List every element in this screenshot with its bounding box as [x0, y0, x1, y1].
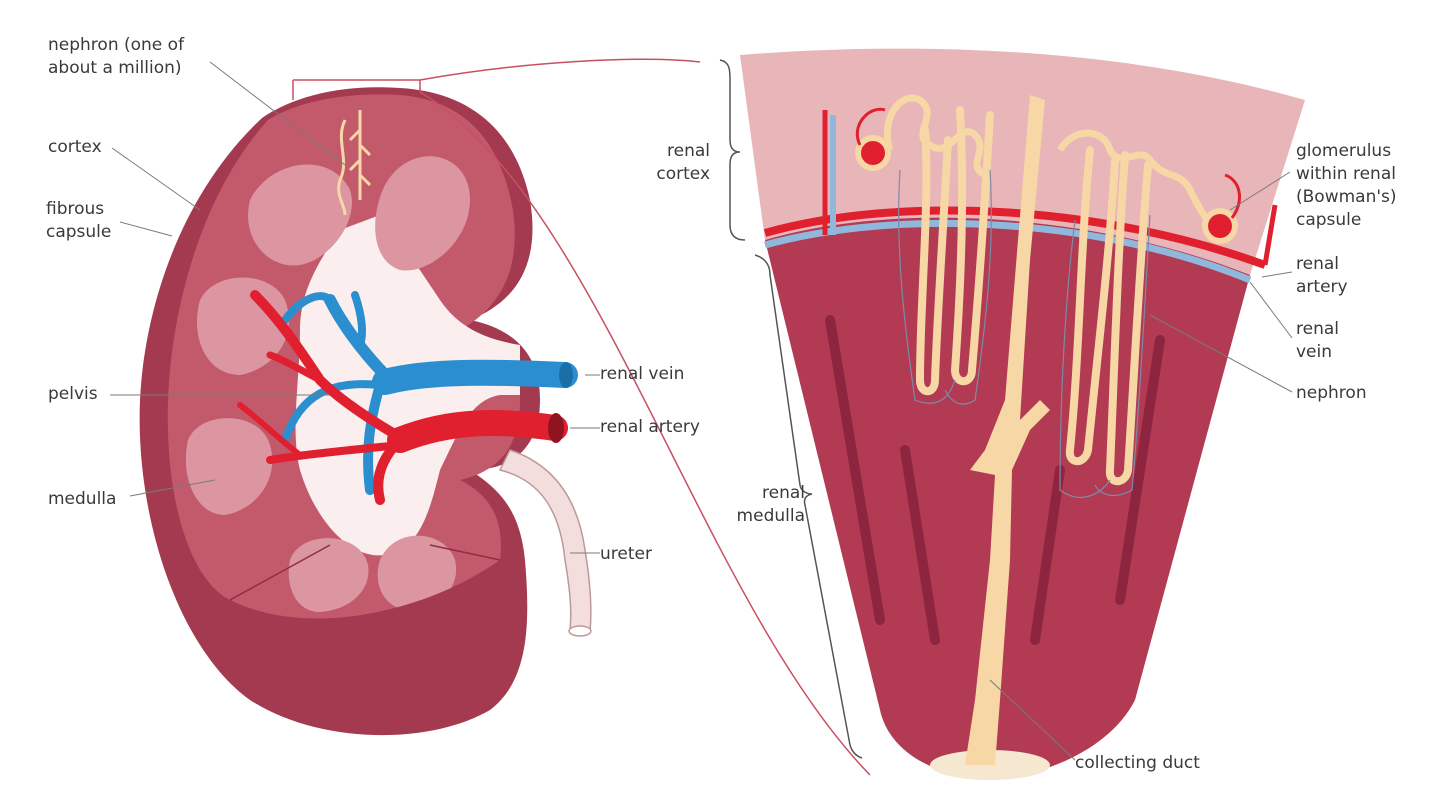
- zoomed-cortex: [740, 48, 1305, 275]
- label-line: capsule: [46, 222, 112, 242]
- medulla-streaks: [825, 315, 1165, 645]
- kidney-nephron: [337, 110, 372, 216]
- label-line: glomerulus: [1296, 141, 1392, 161]
- label-pelvis: pelvis: [48, 384, 98, 404]
- label-renal-cortex: renal cortex: [640, 140, 710, 186]
- label-fibrous-capsule: fibrous capsule: [46, 198, 111, 244]
- peritubular-capillaries: [898, 169, 1151, 499]
- label-line: (Bowman's): [1296, 187, 1397, 207]
- label-renal-medulla: renal medulla: [720, 482, 805, 528]
- glomeruli: [855, 107, 1241, 244]
- label-line: within renal: [1296, 164, 1396, 184]
- label-line: cortex: [656, 164, 710, 184]
- lobe-lines: [229, 544, 501, 601]
- label-renal-vein: renal vein: [600, 364, 685, 384]
- label-glomerulus: glomerulus within renal (Bowman's) capsu…: [1296, 140, 1397, 232]
- zoomed-section: [740, 48, 1305, 780]
- label-line: renal: [667, 141, 710, 161]
- brackets: [719, 59, 863, 759]
- label-medulla: medulla: [48, 489, 117, 509]
- label-line: about a million): [48, 58, 182, 78]
- label-renal-vein-right: renal vein: [1296, 318, 1339, 364]
- label-line: vein: [1296, 342, 1333, 362]
- label-nephron: nephron: [1296, 383, 1367, 403]
- label-nephron-one-of-million: nephron (one of about a million): [48, 34, 184, 80]
- label-line: artery: [1296, 277, 1348, 297]
- kidney-lower-back: [230, 560, 515, 701]
- label-line: renal: [1296, 319, 1339, 339]
- convoluted-tubules: [883, 94, 1224, 230]
- label-renal-artery-right: renal artery: [1296, 253, 1348, 299]
- renal-pyramids: [185, 156, 470, 612]
- renal-artery-branches: [237, 290, 568, 505]
- leader-lines: [110, 61, 1293, 761]
- kidney-cross-section: [139, 87, 592, 736]
- renal-artery-opening: [548, 413, 564, 443]
- collecting-duct-shape: [965, 95, 1050, 765]
- zoom-connector: [292, 58, 871, 776]
- label-line: renal: [1296, 254, 1339, 274]
- label-line: medulla: [736, 506, 805, 526]
- label-renal-artery: renal artery: [600, 417, 700, 437]
- renal-vein-opening: [559, 362, 573, 388]
- label-collecting-duct: collecting duct: [1075, 753, 1200, 773]
- label-line: fibrous: [46, 199, 105, 219]
- label-cortex: cortex: [48, 137, 102, 157]
- ureter-opening: [568, 625, 592, 637]
- right-ascending-artery: [1262, 204, 1278, 266]
- label-line: renal: [762, 483, 805, 503]
- label-ureter: ureter: [600, 544, 652, 564]
- label-line: capsule: [1296, 210, 1362, 230]
- renal-vein-branches: [281, 291, 578, 495]
- label-line: nephron (one of: [48, 35, 185, 55]
- nephron-loops: [915, 106, 1152, 486]
